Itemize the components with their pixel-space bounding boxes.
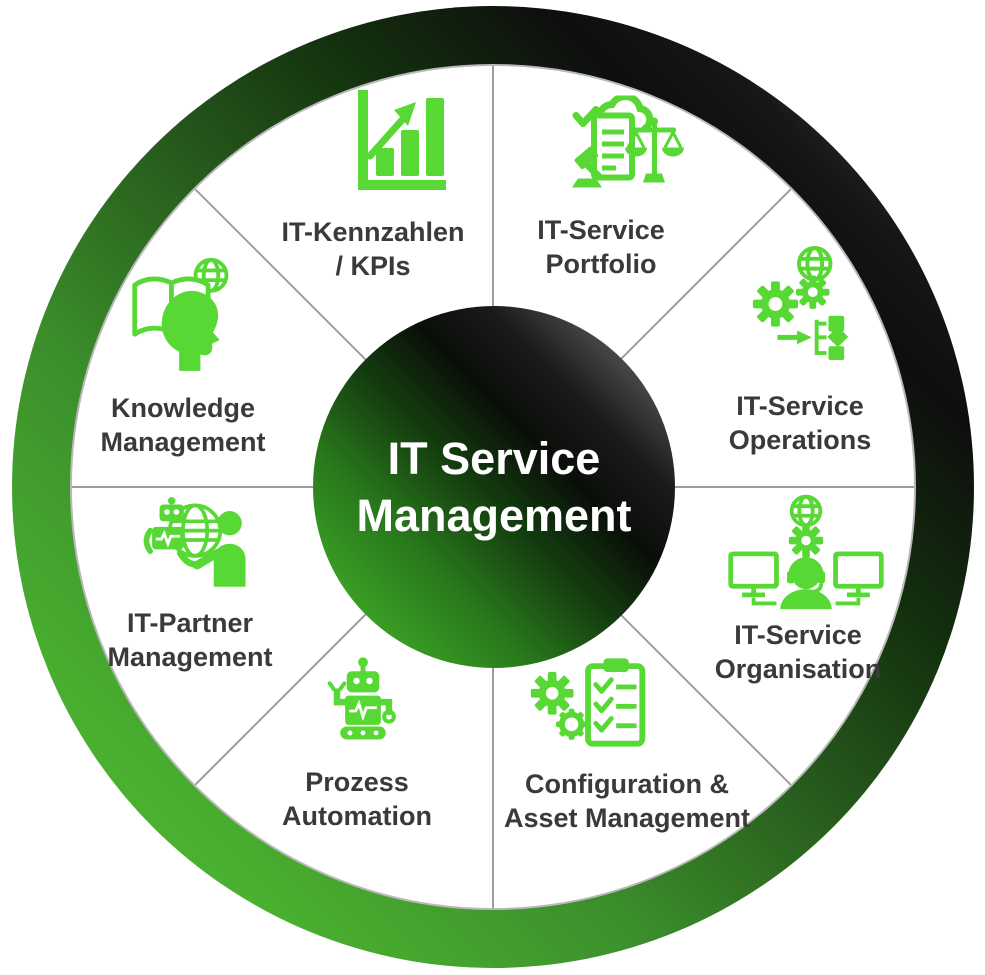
robot-globe-person-handshake-icon: [139, 493, 253, 587]
gears-checklist-clipboard-icon: [526, 655, 652, 750]
gears-globe-flowchart-icon: [746, 242, 854, 364]
center-title: IT Service Management: [356, 433, 632, 541]
segment-label-partner: IT-Partner Management: [107, 608, 273, 672]
cloud-document-scales-icon: [564, 95, 686, 193]
center-circle: IT Service Management: [313, 306, 675, 668]
bar-chart-growth-icon: [350, 86, 450, 194]
segment-label-knowledge: Knowledge Management: [100, 393, 266, 457]
segment-label-automation: Prozess Automation: [282, 767, 432, 831]
open-book-head-globe-icon: [127, 253, 239, 371]
segment-label-configuration: Configuration & Asset Management: [503, 769, 751, 833]
support-agent-monitors-icon: [725, 491, 887, 611]
segment-label-portfolio: IT-Service Portfolio: [537, 215, 665, 279]
robot-icon: [324, 648, 402, 748]
segment-label-organisation: IT-Service Organisation: [714, 620, 882, 684]
segment-label-kpis: IT-Kennzahlen / KPIs: [281, 217, 465, 281]
segment-label-operations: IT-Service Operations: [728, 391, 872, 455]
